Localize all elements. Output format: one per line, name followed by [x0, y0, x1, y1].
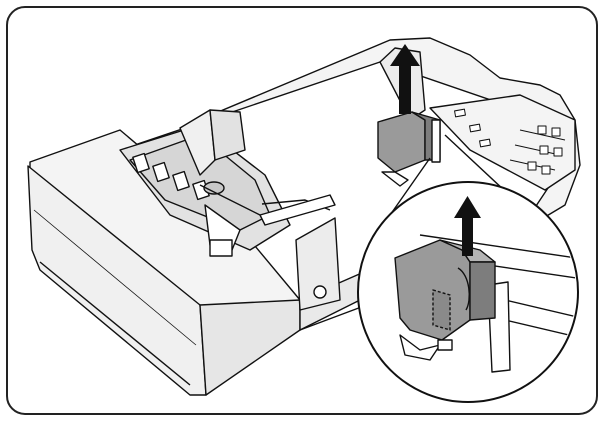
end-guide-part — [377, 111, 441, 187]
up-arrow-icon — [454, 196, 481, 256]
up-arrow-icon — [390, 44, 420, 114]
magnify-callout — [357, 181, 579, 403]
